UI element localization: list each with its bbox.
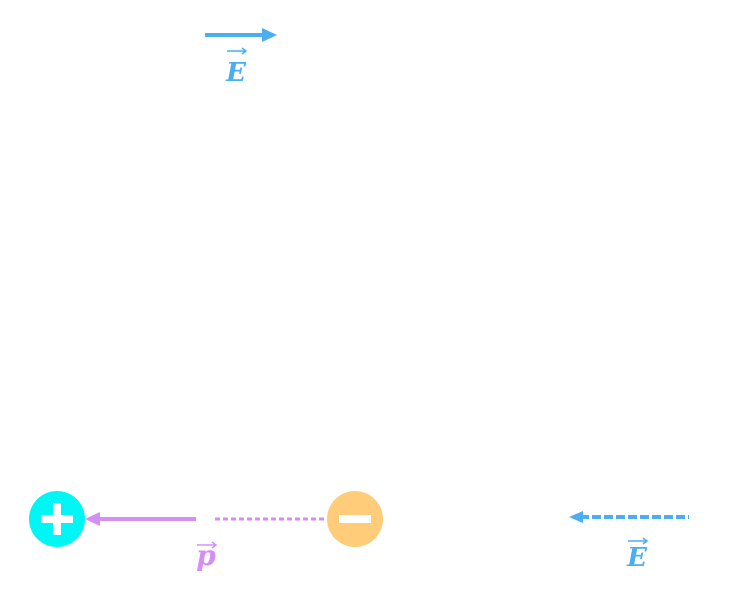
minus-icon xyxy=(339,515,371,523)
dipole-moment-vector: p xyxy=(85,512,330,572)
negative-charge: − xyxy=(327,491,383,547)
vector-arrow-icon xyxy=(227,47,248,55)
plus-icon xyxy=(41,503,73,535)
vector-arrow-icon xyxy=(197,541,218,549)
field-vector-top: E xyxy=(205,28,277,88)
arrow-left-icon xyxy=(569,511,583,523)
dipole-moment-label: p xyxy=(196,539,216,572)
arrow-right-icon xyxy=(262,28,277,42)
positive-charge: + xyxy=(29,491,85,547)
vector-arrow-icon xyxy=(628,537,649,545)
field-label-top: E xyxy=(225,58,247,88)
arrow-left-icon xyxy=(85,512,100,526)
field-vector-bottom: E xyxy=(569,511,689,573)
field-label-bottom: E xyxy=(626,543,648,573)
